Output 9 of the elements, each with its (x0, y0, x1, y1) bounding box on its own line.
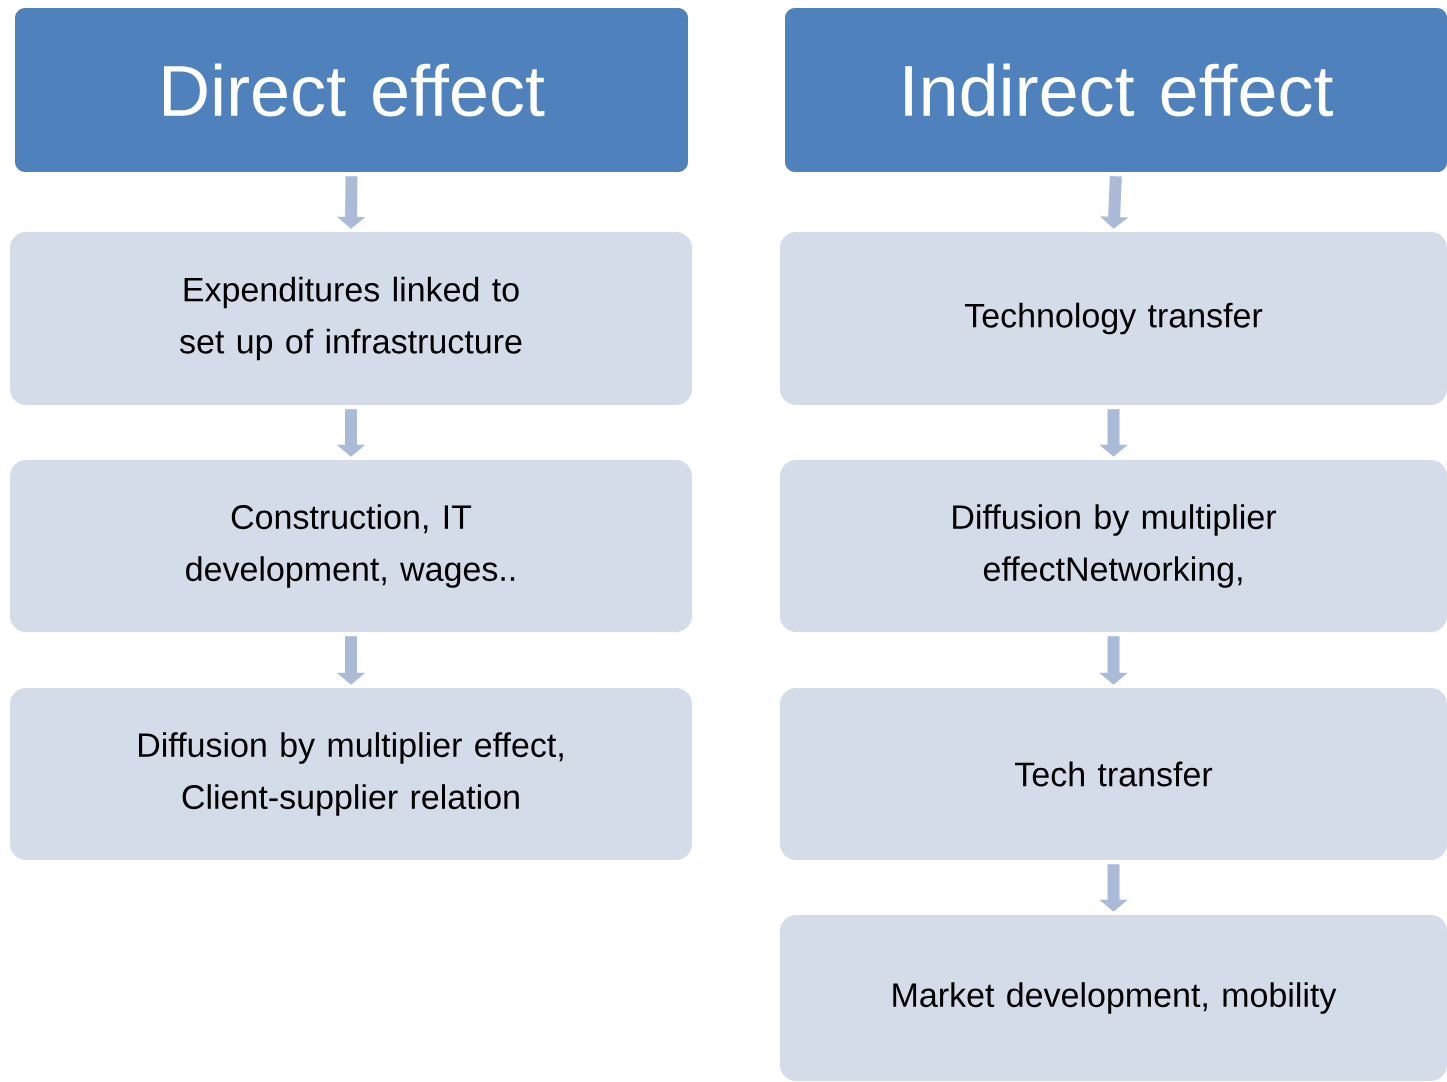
process-box: Market development, mobility (780, 915, 1447, 1081)
process-box: Diffusion by multiplier effect, Client-supplier relation (10, 688, 692, 860)
process-box: Diffusion by multiplier effectNetworking, (780, 460, 1447, 632)
process-box: Expenditures linked to set up of infrastructure (10, 232, 692, 405)
process-box: Construction, IT development, wages.. (10, 460, 692, 632)
header-box: Indirect effect (785, 8, 1447, 172)
header-box: Direct effect (15, 8, 688, 172)
process-box: Technology transfer (780, 232, 1447, 405)
process-box: Tech transfer (780, 688, 1447, 860)
